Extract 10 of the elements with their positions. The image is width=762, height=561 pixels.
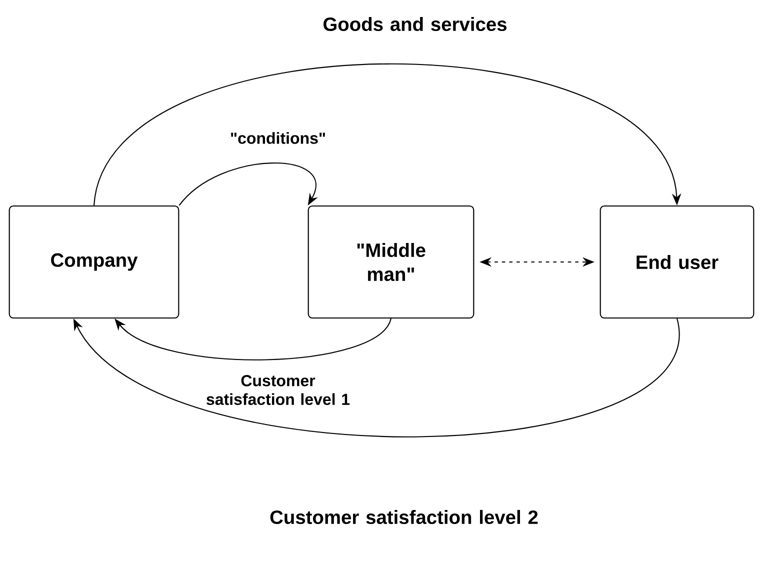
arrow — [178, 162, 318, 206]
edge-label: "conditions" — [231, 132, 325, 144]
arrow — [114, 318, 392, 360]
edge-label: Goods and services — [324, 16, 506, 32]
process-box: "Middle man" — [308, 205, 474, 319]
edge-label: Customer satisfaction level 1 — [206, 375, 350, 405]
arrow — [94, 63, 682, 206]
edge-label: Customer satisfaction level 2 — [270, 510, 538, 524]
process-box: End user — [600, 205, 754, 319]
process-box: Company — [8, 205, 180, 319]
